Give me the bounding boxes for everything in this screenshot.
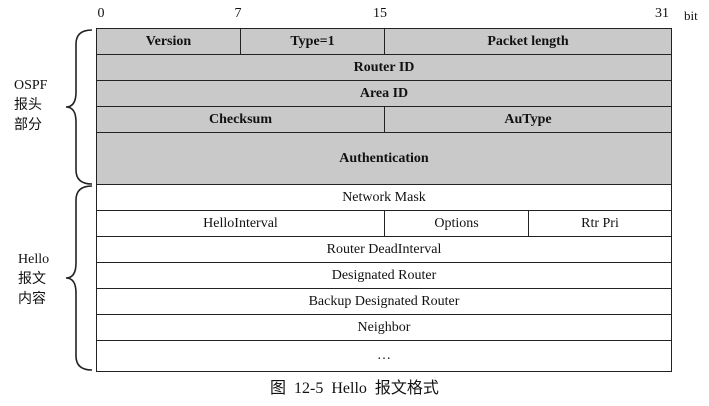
hello-content-label-line-1: Hello (18, 252, 50, 267)
ospf-header-label-line-2: 报头 (14, 98, 42, 113)
hello-content-label-line-3: 内容 (18, 292, 46, 307)
options-field: Options (385, 211, 529, 236)
header-row-4: Checksum AuType (97, 107, 671, 133)
bit-label-7: 7 (234, 6, 242, 21)
version-field: Version (97, 29, 241, 54)
neighbor-field: Neighbor (357, 319, 411, 335)
header-row-1: Version Type=1 Packet length (97, 29, 671, 55)
body-row-1: Network Mask (97, 185, 671, 211)
header-row-2: Router ID (97, 55, 671, 81)
rtr-pri-field: Rtr Pri (581, 215, 619, 231)
body-row-5: Backup Designated Router (97, 289, 671, 315)
backup-designated-router-field: Backup Designated Router (308, 293, 460, 309)
bit-label-15: 15 (373, 6, 387, 21)
hello-interval-field: HelloInterval (97, 211, 385, 236)
header-brace (65, 29, 93, 185)
type-field: Type=1 (241, 29, 385, 54)
header-row-5: Authentication (97, 133, 671, 185)
area-id-field: Area ID (97, 81, 671, 106)
bit-unit-label: bit (684, 8, 698, 23)
network-mask-field: Network Mask (342, 189, 426, 205)
ospf-header-label: OSPF 报头 部分 (14, 76, 47, 136)
hello-content-label-line-2: 报文 (18, 272, 46, 287)
body-row-4: Designated Router (97, 263, 671, 289)
body-row-6: Neighbor (97, 315, 671, 341)
header-row-3: Area ID (97, 81, 671, 107)
designated-router-field: Designated Router (331, 267, 437, 283)
autype-field: AuType (385, 107, 671, 132)
figure-caption: 图 12-5 Hello 报文格式 (270, 380, 439, 397)
body-row-2: HelloInterval Options Rtr Pri (97, 211, 671, 237)
ospf-header-label-line-1: OSPF (14, 78, 48, 93)
hello-content-label: Hello 报文 内容 (18, 250, 49, 310)
router-id-field: Router ID (97, 55, 671, 80)
body-brace (65, 185, 93, 371)
router-dead-interval-field: Router DeadInterval (326, 241, 442, 257)
ellipsis-field: … (377, 348, 391, 363)
checksum-field: Checksum (97, 107, 385, 132)
bit-label-0: 0 (97, 6, 105, 21)
packet-format-grid: Version Type=1 Packet length Router ID A… (96, 28, 672, 372)
body-row-7: … (97, 341, 671, 371)
bit-label-31: 31 (655, 6, 669, 21)
ospf-header-label-line-3: 部分 (14, 118, 42, 133)
packet-length-field: Packet length (385, 29, 671, 54)
authentication-field: Authentication (97, 133, 671, 184)
body-row-3: Router DeadInterval (97, 237, 671, 263)
